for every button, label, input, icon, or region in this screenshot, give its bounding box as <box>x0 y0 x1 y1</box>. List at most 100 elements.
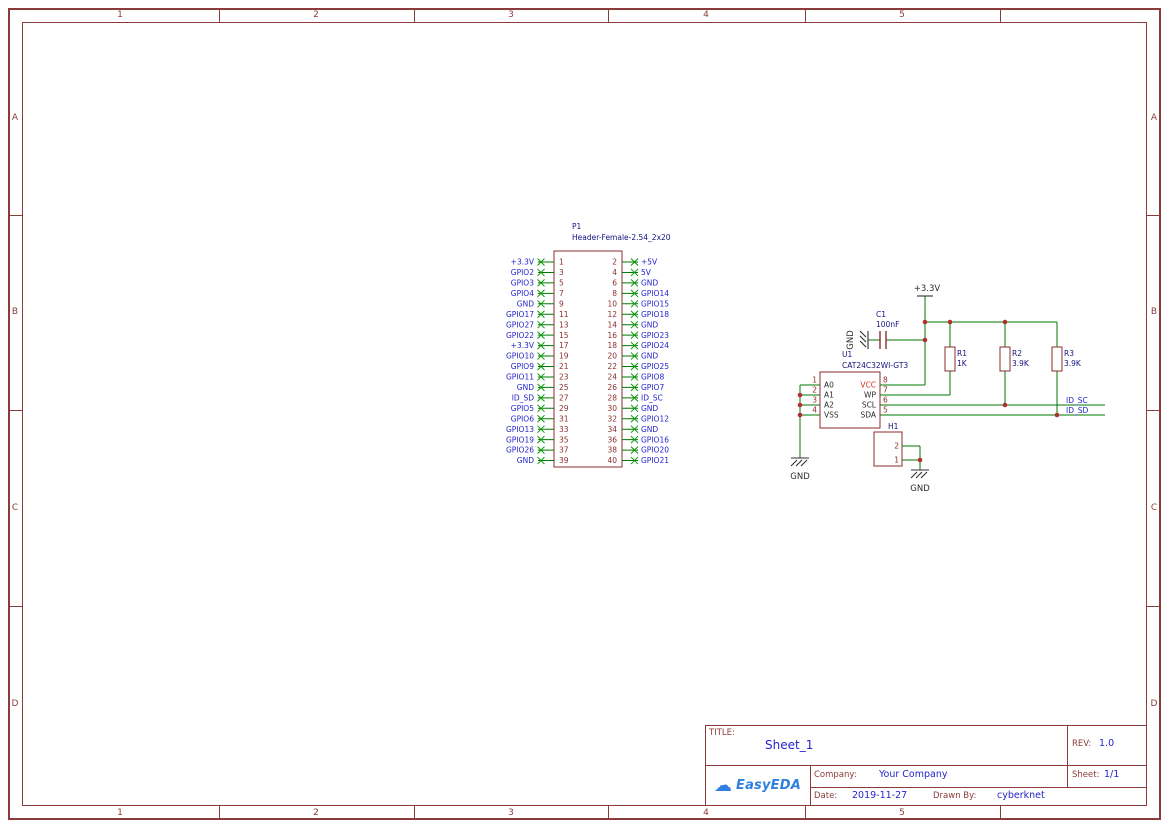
p1-pin-number: 26 <box>607 383 617 392</box>
u1-pin-name: A0 <box>824 381 834 390</box>
p1-net-label[interactable]: +5V <box>641 258 658 267</box>
p1-pin-number: 3 <box>559 268 564 277</box>
p1-net-label[interactable]: GPIO24 <box>641 341 669 350</box>
gnd-icon <box>790 457 810 467</box>
p1-net-label[interactable]: GPIO8 <box>641 373 664 382</box>
no-connect-icon <box>537 383 639 392</box>
gnd-flag-c1[interactable]: GND <box>846 330 869 350</box>
c1-plates[interactable] <box>879 331 887 349</box>
p1-net-label[interactable]: GPIO27 <box>506 320 534 329</box>
p1-net-label[interactable]: GPIO12 <box>641 414 669 423</box>
rev-label: REV: <box>1072 739 1092 749</box>
p1-body[interactable] <box>553 250 623 468</box>
net-label-id-sd[interactable]: ID_SD <box>1066 406 1088 415</box>
sheet-inner-border <box>22 22 1147 806</box>
sheet-value[interactable]: 1/1 <box>1104 769 1120 780</box>
p1-net-label[interactable]: 5V <box>641 268 652 277</box>
easyeda-logo: ☁ EasyEDA <box>706 766 809 805</box>
p1-net-label[interactable]: GPIO6 <box>511 414 534 423</box>
title-block-line <box>705 765 1147 766</box>
company-value[interactable]: Your Company <box>879 769 948 780</box>
p1-part: Header-Female-2.54_2x20 <box>572 233 671 242</box>
p1-net-label[interactable]: GPIO17 <box>506 310 534 319</box>
p1-net-label[interactable]: GPIO23 <box>641 331 669 340</box>
u1-pin-number: 2 <box>812 386 817 395</box>
u1-body[interactable] <box>819 371 881 429</box>
p1-net-label[interactable]: GND <box>641 320 658 329</box>
component-r2[interactable]: R2 3.9K <box>999 346 1030 372</box>
no-connect-icon <box>537 456 639 465</box>
p1-net-label[interactable]: GND <box>641 425 658 434</box>
p1-pin-number: 6 <box>612 279 617 288</box>
p1-net-label[interactable]: GPIO22 <box>506 331 534 340</box>
p1-net-label[interactable]: GND <box>517 383 534 392</box>
component-u1[interactable]: U1 CAT24C32WI-GT3 1 2 3 4 A0 A1 A2 VSS 8… <box>812 350 908 429</box>
r2-body[interactable] <box>999 346 1011 372</box>
p1-net-label[interactable]: GPIO2 <box>511 268 534 277</box>
p1-net-label[interactable]: GND <box>641 279 658 288</box>
p1-net-label[interactable]: GPIO10 <box>506 352 534 361</box>
u1-pin-name: A2 <box>824 401 834 410</box>
r3-body[interactable] <box>1051 346 1063 372</box>
net-label-id-sc[interactable]: ID_SC <box>1066 396 1088 405</box>
p1-net-label[interactable]: GND <box>517 299 534 308</box>
h1-body[interactable] <box>873 431 903 467</box>
p1-net-label[interactable]: +3.3V <box>511 258 535 267</box>
p1-pin-number: 11 <box>559 310 569 319</box>
component-h1[interactable]: H1 2 1 <box>873 422 903 467</box>
p1-net-label[interactable]: GPIO5 <box>511 404 534 413</box>
title-block-line <box>810 765 811 806</box>
p1-pin-number: 4 <box>612 268 617 277</box>
gnd-flag-u1[interactable]: GND <box>790 457 810 482</box>
rev-value[interactable]: 1.0 <box>1099 738 1115 749</box>
p1-net-label[interactable]: GND <box>517 456 534 465</box>
p1-net-label[interactable]: GPIO7 <box>641 383 664 392</box>
r1-body[interactable] <box>944 346 956 372</box>
p1-net-label[interactable]: ID_SC <box>641 393 663 402</box>
p1-net-label[interactable]: GPIO21 <box>641 456 669 465</box>
no-connect-icon <box>537 362 639 371</box>
p1-net-label[interactable]: GND <box>641 404 658 413</box>
p1-pin-number: 33 <box>559 425 569 434</box>
p1-net-label[interactable]: GPIO3 <box>511 279 534 288</box>
p1-pin-number: 20 <box>607 352 617 361</box>
drawn-by-value[interactable]: cyberknet <box>997 790 1045 801</box>
power-flag-3v3[interactable]: +3.3V <box>914 284 941 297</box>
p1-pin-number: 37 <box>559 446 569 455</box>
junction-dot <box>922 319 928 325</box>
frame-col-label: 5 <box>899 808 905 818</box>
p1-pin-number: 23 <box>559 373 569 382</box>
p1-net-label[interactable]: GPIO16 <box>641 435 669 444</box>
p1-pin-number: 30 <box>607 404 617 413</box>
date-value[interactable]: 2019-11-27 <box>852 790 908 801</box>
p1-net-label[interactable]: +3.3V <box>511 341 535 350</box>
no-connect-icon <box>537 310 639 319</box>
sheet-title[interactable]: Sheet_1 <box>765 738 814 752</box>
p1-net-label[interactable]: GPIO9 <box>511 362 534 371</box>
no-connect-icon <box>537 404 639 413</box>
p1-pin-number: 12 <box>607 310 617 319</box>
p1-net-label[interactable]: GPIO19 <box>506 435 534 444</box>
p1-net-label[interactable]: GPIO13 <box>506 425 534 434</box>
p1-net-label[interactable]: GPIO4 <box>511 289 534 298</box>
p1-net-label[interactable]: GPIO25 <box>641 362 669 371</box>
component-c1[interactable]: C1 100nF <box>876 310 899 349</box>
p1-net-label[interactable]: GND <box>641 352 658 361</box>
r3-ref: R3 <box>1064 349 1074 358</box>
p1-net-label[interactable]: GPIO20 <box>641 446 669 455</box>
p1-net-label[interactable]: GPIO14 <box>641 289 669 298</box>
p1-net-label[interactable]: GPIO18 <box>641 310 669 319</box>
gnd-icon <box>859 330 869 350</box>
gnd-flag-h1[interactable]: GND <box>910 469 930 494</box>
p1-net-label[interactable]: GPIO11 <box>506 373 534 382</box>
component-r1[interactable]: R1 1K <box>944 346 968 372</box>
junction-dot <box>1002 319 1008 325</box>
frame-row-label: C <box>1150 503 1158 513</box>
p1-net-label[interactable]: GPIO15 <box>641 299 669 308</box>
frame-tick <box>805 10 806 22</box>
p1-net-label[interactable]: GPIO26 <box>506 446 534 455</box>
p1-net-label[interactable]: ID_SD <box>512 393 534 402</box>
component-r3[interactable]: R3 3.9K <box>1051 346 1082 372</box>
